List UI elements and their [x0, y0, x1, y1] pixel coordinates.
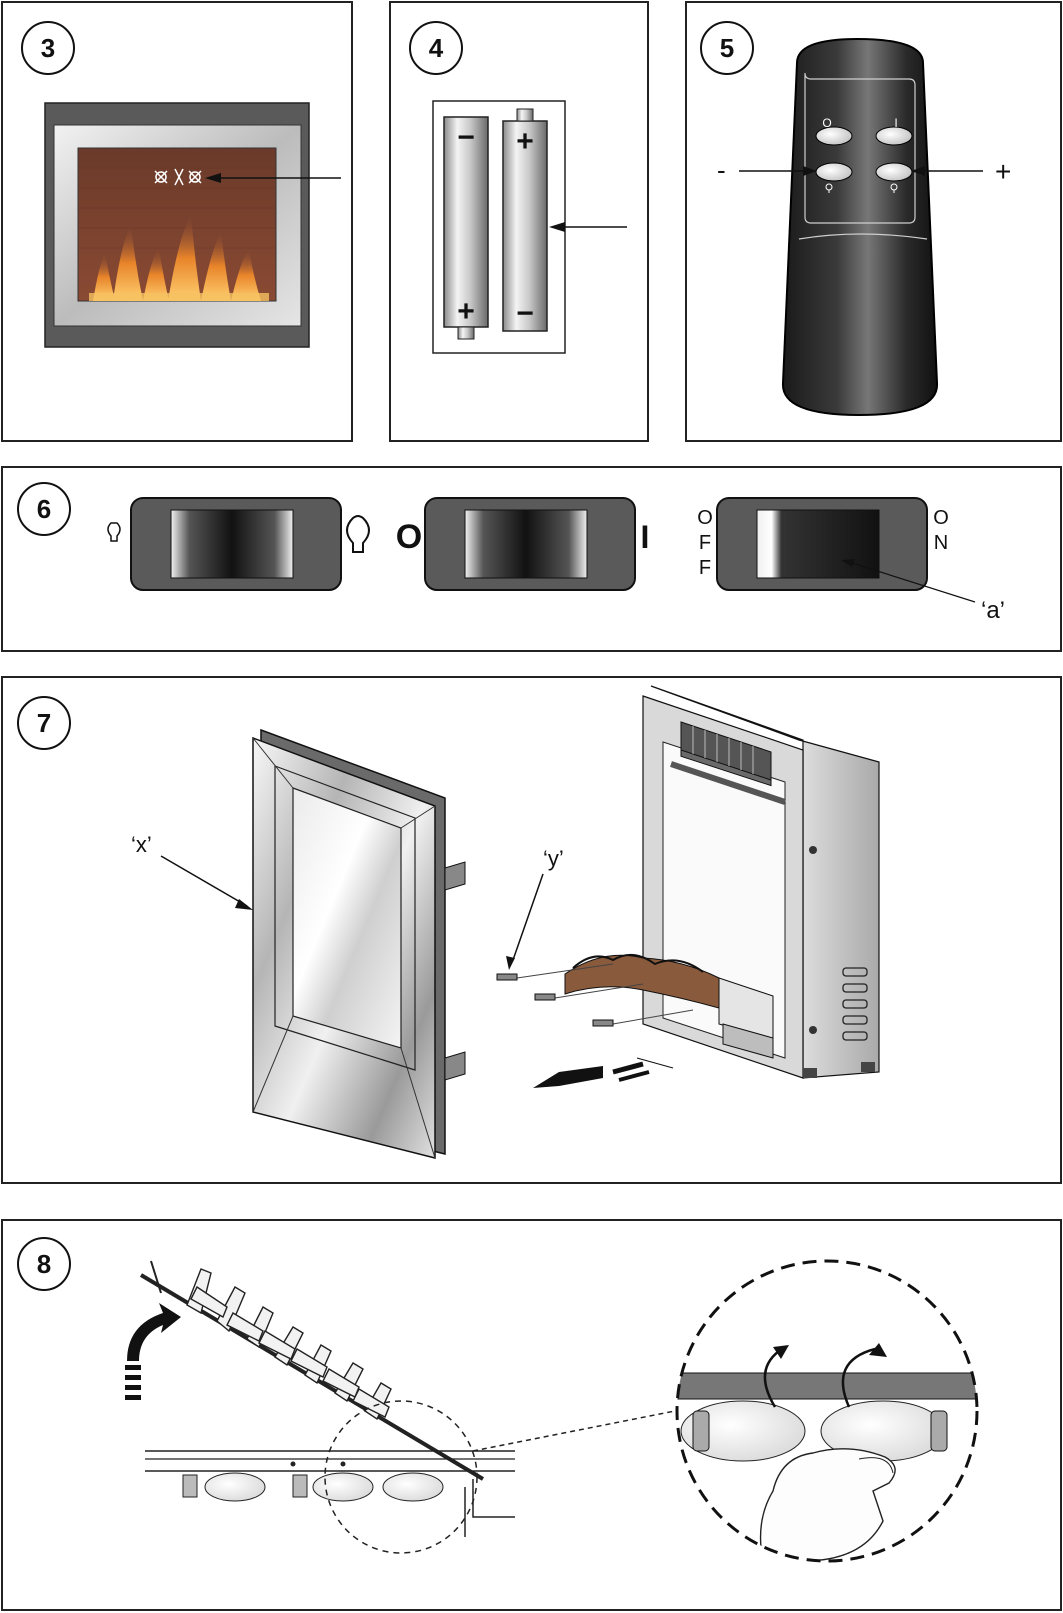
lift-arrow-icon: [125, 1303, 181, 1400]
battery-right-bottom-sign: −: [516, 297, 534, 330]
off-letter-f2: F: [699, 557, 711, 579]
panel-step-6: 6 O I O F F O N: [1, 466, 1062, 652]
remote-body: [783, 39, 937, 415]
power-off-symbol: O: [396, 518, 422, 556]
small-bulb-icon: [108, 523, 120, 541]
pull-out-arrow-icon: [533, 1058, 673, 1088]
off-letter-o: O: [697, 507, 713, 529]
callout-x-leader: [161, 856, 247, 906]
rocker-switches-illustration: O I O F F O N ‘a’: [3, 468, 1063, 654]
flicker-rod: [141, 1261, 483, 1479]
battery-left-top-sign: −: [457, 121, 475, 154]
callout-y-label: ‘y’: [543, 846, 564, 871]
bulbs: [183, 1473, 443, 1501]
callout-x-label: ‘x’: [131, 832, 152, 857]
remote-on-symbol: I: [894, 116, 897, 130]
power-on-symbol: I: [641, 519, 650, 555]
remote-minus-label: -: [717, 155, 726, 185]
battery-right-top-sign: +: [516, 125, 534, 158]
bulb-detail-magnified: [663, 1261, 993, 1561]
fireplace-insert-box: [565, 686, 879, 1078]
off-letter-f1: F: [699, 532, 711, 554]
remote-plus-label: +: [995, 156, 1011, 187]
flame-up-button[interactable]: [876, 163, 912, 181]
on-letter-o: O: [933, 507, 949, 529]
front-frame-x: [253, 730, 465, 1158]
panel-step-4: 4 − + + −: [389, 1, 649, 442]
panel-step-8: 8: [1, 1219, 1062, 1611]
panel-step-7: 7: [1, 676, 1062, 1184]
battery-left-bottom-sign: +: [457, 295, 475, 328]
battery-insertion-illustration: − + + −: [391, 3, 651, 444]
panel-step-3: 3: [1, 1, 353, 442]
remote-control-illustration: O I - +: [687, 3, 1063, 444]
fireplace-front-illustration: [3, 3, 355, 444]
remote-off-symbol: O: [822, 116, 831, 130]
hand-icon: [761, 1449, 896, 1561]
flame-down-button[interactable]: [816, 163, 852, 181]
fireplace-disassembly-illustration: ‘x’: [3, 678, 1063, 1186]
panel-step-5: 5 O I - +: [685, 1, 1062, 442]
callout-y-leader: [513, 874, 543, 960]
callout-a-label: ‘a’: [981, 597, 1005, 624]
bulb-replacement-illustration: [3, 1221, 1063, 1613]
on-letter-n: N: [934, 532, 948, 554]
large-bulb-icon: [347, 516, 369, 552]
